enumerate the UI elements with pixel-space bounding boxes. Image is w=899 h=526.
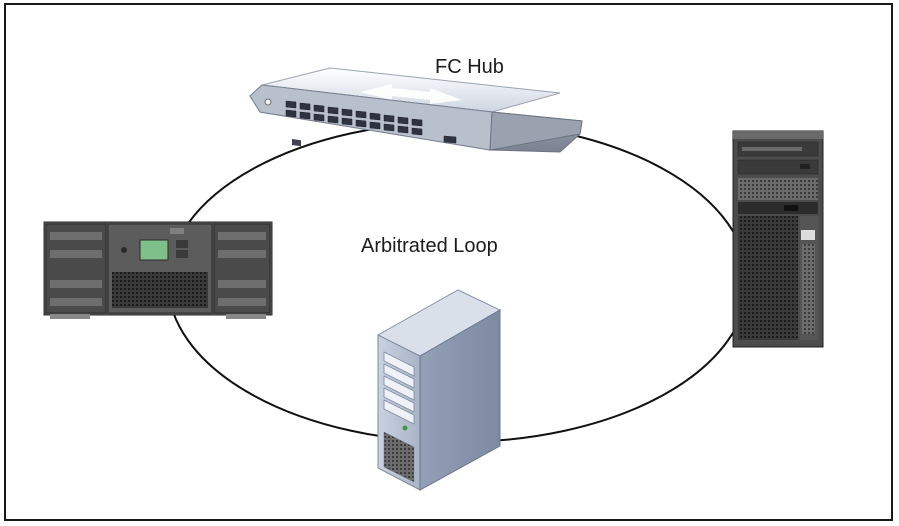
library-display — [139, 239, 169, 261]
hub-ports — [285, 100, 457, 144]
tape-library-icon — [43, 221, 273, 319]
drive-bays — [383, 351, 415, 425]
fc-hub-switch-icon — [249, 67, 583, 153]
arbitrated-loop-label: Arbitrated Loop — [361, 235, 498, 257]
server-cabinet-icon — [376, 289, 502, 491]
tower-server-icon — [732, 130, 824, 348]
fc-hub-label: FC Hub — [435, 56, 504, 78]
